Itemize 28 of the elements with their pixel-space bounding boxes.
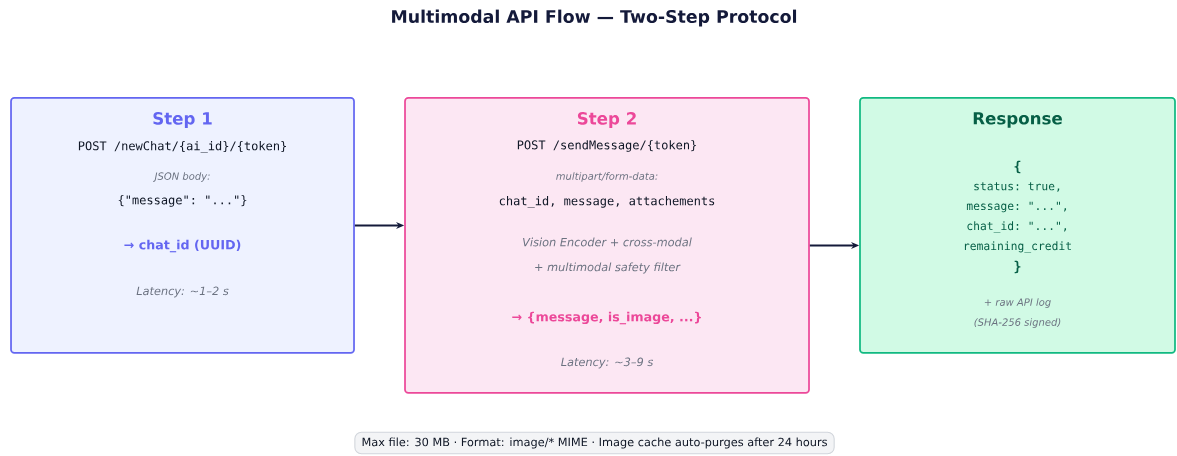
code-text: chat_id: "...", [967,221,1066,233]
code-text: {"message": "..."} [118,195,247,207]
result-text: → chat_id (UUID) [124,239,241,253]
code-text: POST /newChat/{ai_id}/{token} [78,141,286,153]
note-text: JSON body: [152,172,210,182]
note-text: + multimodal safety filter [535,262,681,274]
box-heading: Step 2 [577,112,636,128]
diagram-title: Multimodal API Flow — Two-Step Protocol [392,9,797,27]
note-text: (SHA-256 signed) [974,318,1061,328]
code-text: remaining_credit [964,241,1071,253]
process-box [10,97,355,354]
box-heading: Step 1 [153,112,212,128]
note-text: Latency: ~1–2 s [136,286,229,298]
process-box [859,97,1176,354]
code-text: chat_id, message, attachements [499,196,715,208]
footer-note-box: Max file: 30 MB · Format: image/* MIME · Image cache auto-purges after 24 hours [354,431,835,455]
code-text: message: "...", [966,201,1066,213]
code-text: status: true, [974,182,1060,192]
process-box [404,97,810,394]
note-text: Latency: ~3–9 s [561,357,653,369]
note-text: multipart/form-data: [556,172,658,182]
result-text: → {message, is_image, ...} [512,311,701,325]
code-text: POST /sendMessage/{token} [517,140,696,152]
note-text: + raw API log [984,298,1051,308]
code-brace: { [1014,160,1021,174]
note-text: Vision Encoder + cross-modal [523,237,692,247]
code-brace: } [1014,260,1021,274]
box-heading: Response [973,112,1062,128]
